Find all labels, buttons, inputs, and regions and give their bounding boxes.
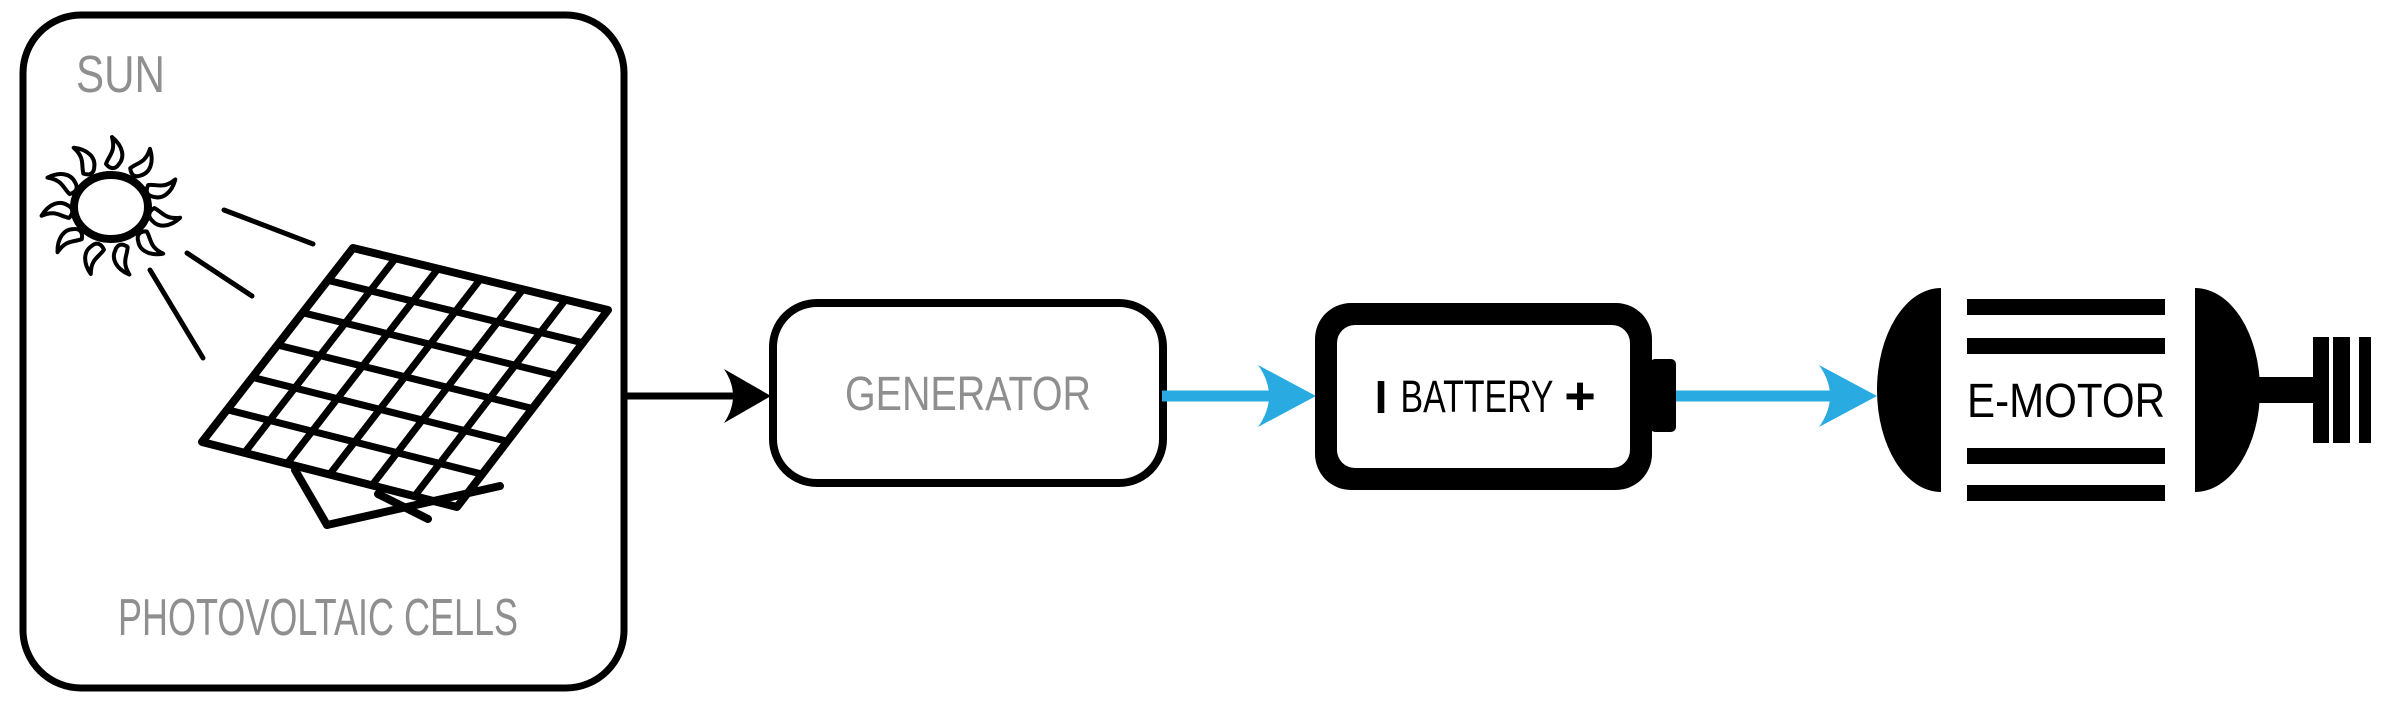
battery-minus-terminal: I	[1375, 371, 1388, 423]
generator-node: GENERATOR	[769, 299, 1167, 487]
solar-panel-grid	[223, 254, 587, 500]
solar-panel-stand	[291, 466, 504, 529]
battery-label: BATTERY	[1401, 371, 1554, 422]
arrow-generator-to-battery	[1162, 365, 1316, 427]
photovoltaic-cells-label: PHOTOVOLTAIC CELLS	[118, 589, 518, 647]
sun-disc	[70, 171, 152, 243]
arrowhead-icon	[724, 369, 771, 423]
motor-label: E-MOTOR	[1967, 375, 2165, 428]
arrow-pv-to-generator	[624, 369, 771, 423]
solar-panel-icon	[198, 244, 612, 529]
battery-plus-terminal: +	[1564, 366, 1596, 426]
sunbeam-lines	[147, 207, 316, 361]
photovoltaic-box: SUN	[19, 11, 628, 692]
e-motor-icon: E-MOTOR	[1877, 288, 2371, 501]
motor-shaft	[2258, 377, 2315, 403]
battery-body-inner	[1337, 325, 1630, 468]
motor-coupling	[2313, 337, 2371, 443]
generator-label: GENERATOR	[845, 368, 1091, 421]
sun-icon	[38, 135, 184, 280]
battery-icon: I BATTERY +	[1315, 303, 1676, 490]
motor-left-endcap	[1877, 288, 1941, 492]
arrowhead-icon	[1819, 365, 1877, 427]
arrow-battery-to-motor	[1676, 365, 1877, 427]
sun-label: SUN	[76, 46, 165, 104]
motor-right-endcap	[2195, 288, 2260, 492]
motor-housing-fins	[1967, 299, 2165, 501]
arrowhead-icon	[1258, 365, 1316, 427]
battery-terminal-nub	[1650, 359, 1676, 432]
